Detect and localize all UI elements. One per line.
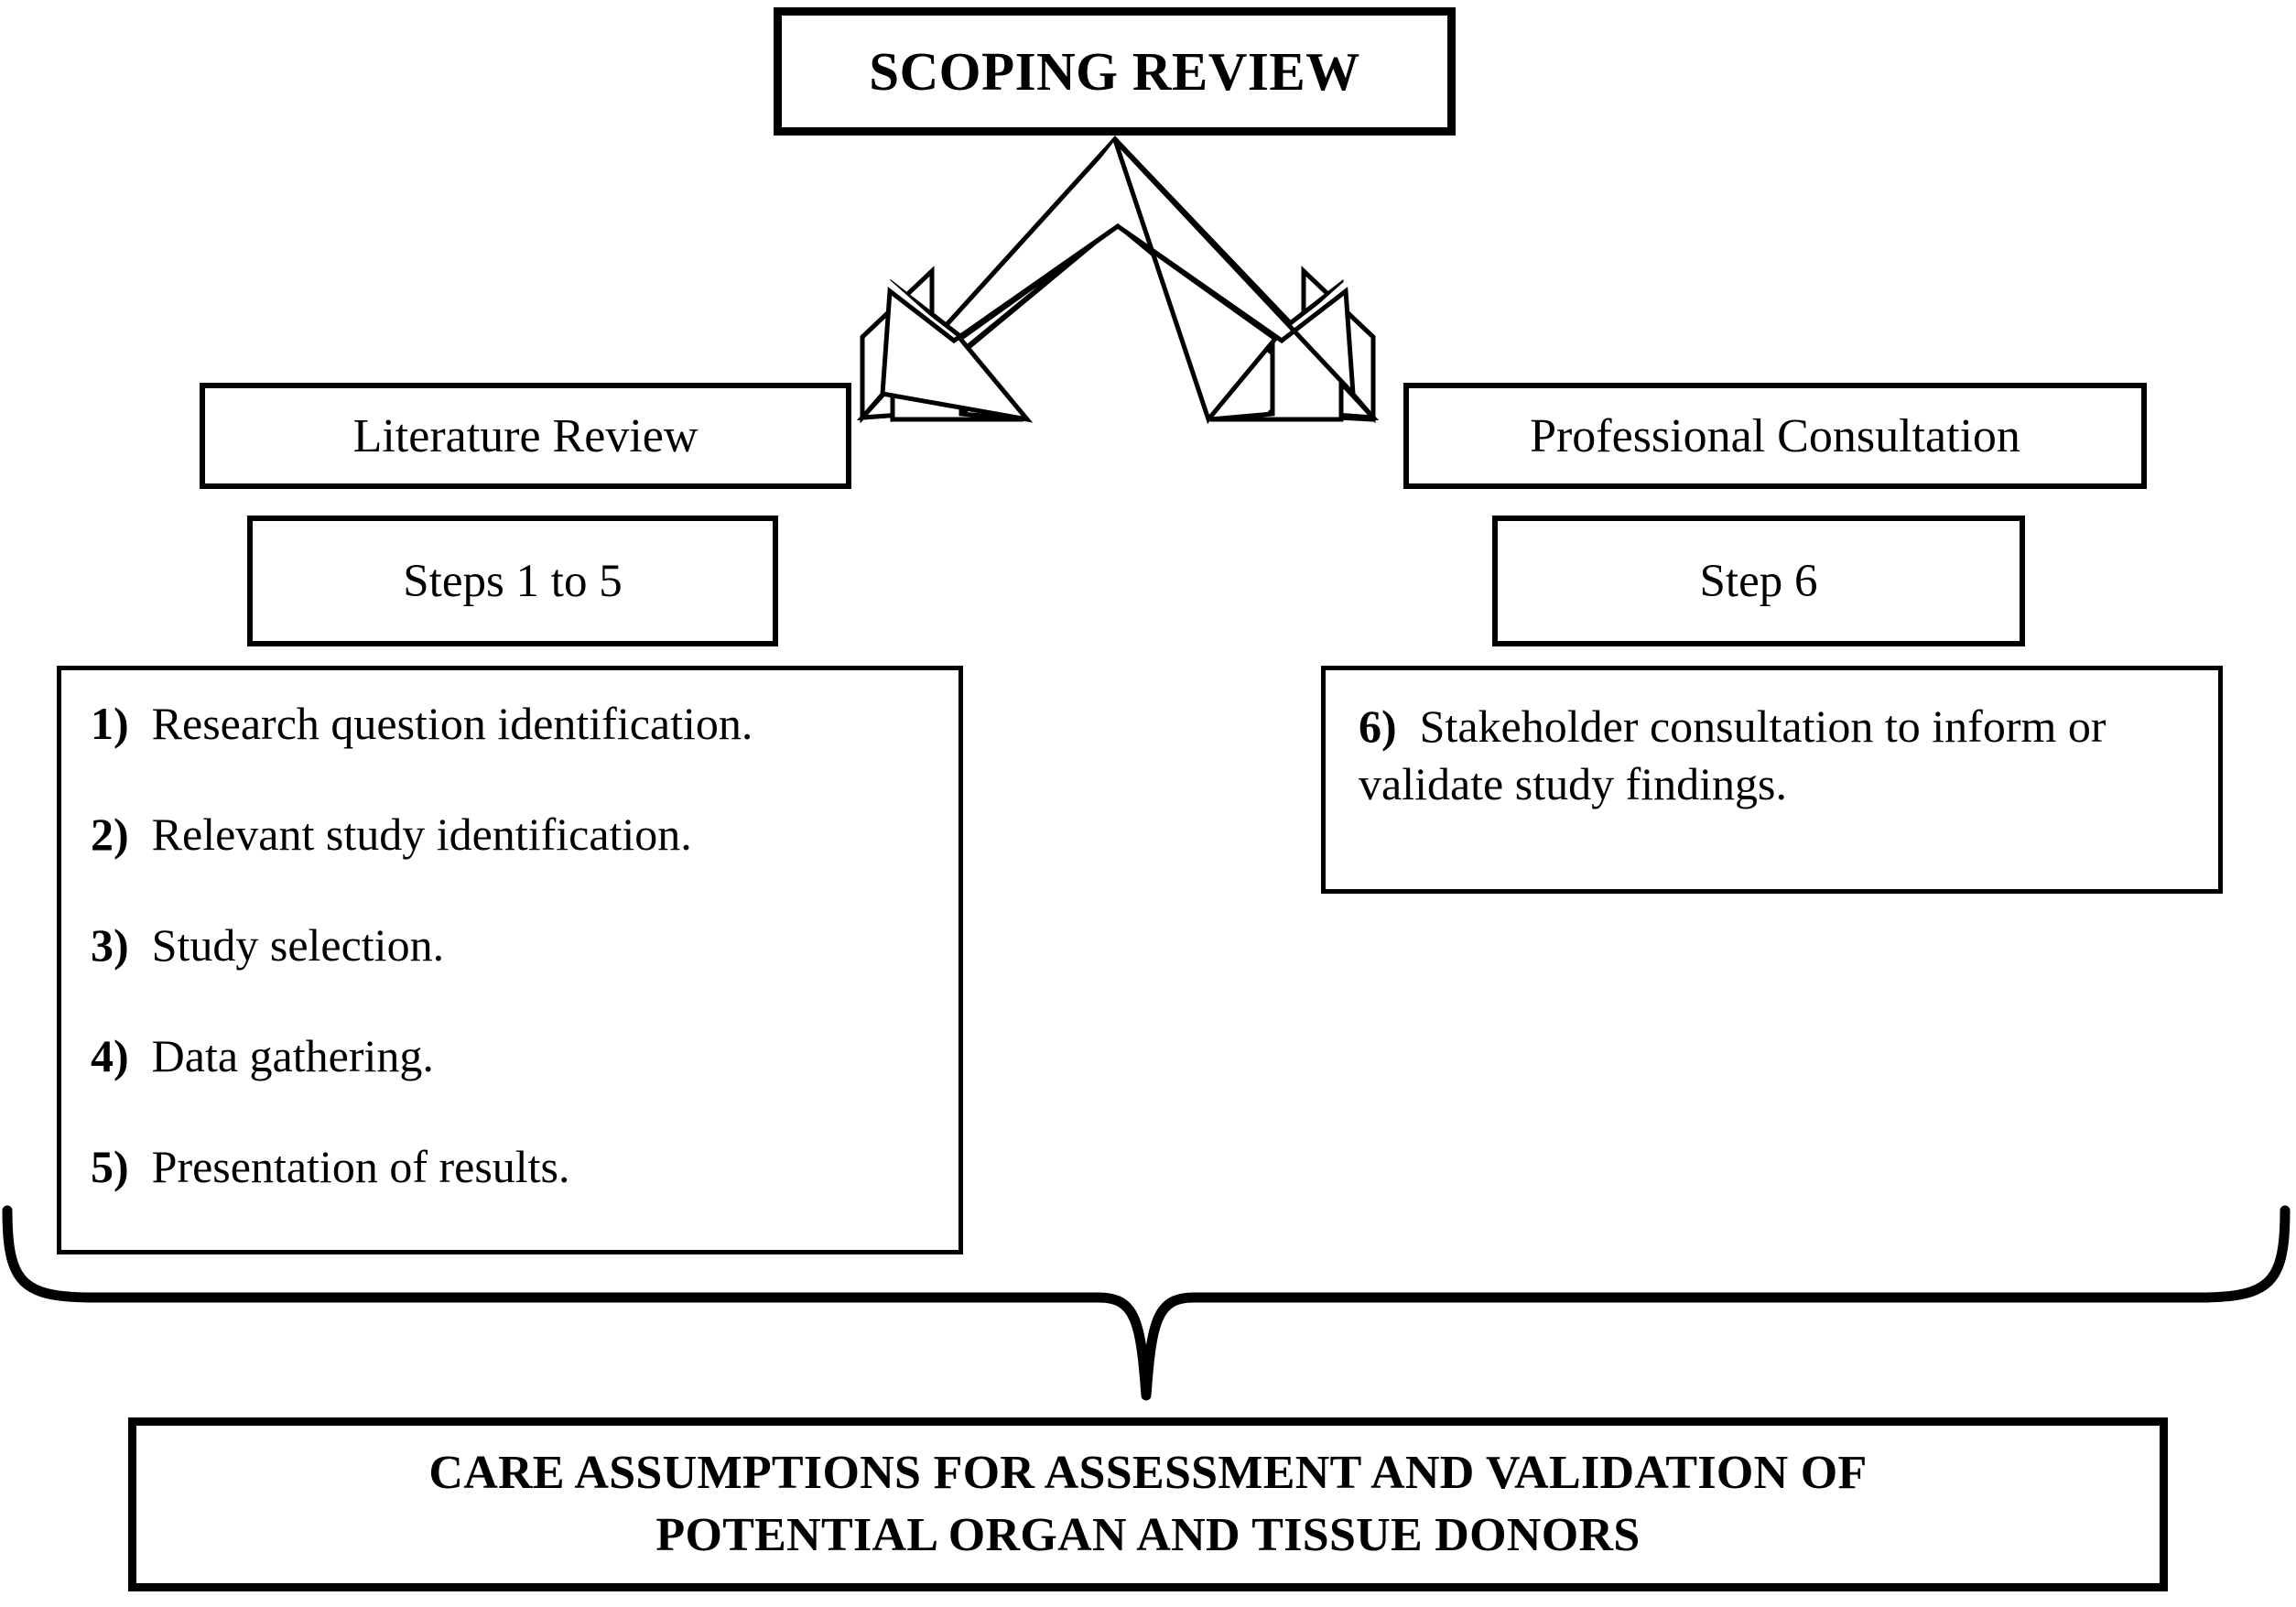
step-text: Study selection. bbox=[151, 919, 445, 971]
conclusion-label: CARE ASSUMPTIONS FOR ASSESSMENT AND VALI… bbox=[428, 1442, 1867, 1566]
steps-1-to-5-box: Steps 1 to 5 bbox=[247, 516, 778, 646]
literature-steps-list-box: 1) Research question identification. 2) … bbox=[57, 666, 963, 1254]
step-number: 1) bbox=[91, 698, 141, 749]
steps-1-to-5-label: Steps 1 to 5 bbox=[403, 555, 623, 607]
list-item: 1) Research question identification. bbox=[91, 700, 753, 748]
step-6-label: Step 6 bbox=[1699, 555, 1818, 607]
scoping-review-label: SCOPING REVIEW bbox=[869, 40, 1360, 102]
step-number: 2) bbox=[91, 809, 141, 860]
step-number: 4) bbox=[91, 1030, 141, 1081]
step-text: Research question identification. bbox=[151, 698, 753, 749]
list-item: 2) Relevant study identification. bbox=[91, 810, 692, 859]
step-number: 6) bbox=[1359, 700, 1409, 752]
step-text: Relevant study identification. bbox=[151, 809, 692, 860]
professional-consultation-box: Professional Consultation bbox=[1403, 383, 2147, 489]
conclusion-box: CARE ASSUMPTIONS FOR ASSESSMENT AND VALI… bbox=[128, 1417, 2168, 1591]
step-text: Stakeholder consultation to inform or va… bbox=[1359, 700, 2106, 809]
literature-review-label: Literature Review bbox=[352, 409, 699, 462]
scoping-review-box: SCOPING REVIEW bbox=[774, 7, 1456, 136]
consultation-step-list-box: 6) Stakeholder consultation to inform or… bbox=[1321, 666, 2223, 894]
step-number: 3) bbox=[91, 919, 141, 971]
conclusion-line-2: POTENTIAL ORGAN AND TISSUE DONORS bbox=[655, 1509, 1641, 1561]
list-item: 6) Stakeholder consultation to inform or… bbox=[1359, 698, 2187, 812]
step-text: Presentation of results. bbox=[151, 1141, 570, 1192]
list-item: 3) Study selection. bbox=[91, 921, 444, 970]
list-item: 4) Data gathering. bbox=[91, 1032, 434, 1080]
list-item: 5) Presentation of results. bbox=[91, 1143, 570, 1191]
literature-review-box: Literature Review bbox=[200, 383, 851, 489]
conclusion-line-1: CARE ASSUMPTIONS FOR ASSESSMENT AND VALI… bbox=[428, 1447, 1868, 1500]
step-6-box: Step 6 bbox=[1492, 516, 2025, 646]
professional-consultation-label: Professional Consultation bbox=[1530, 409, 2020, 462]
step-text: Data gathering. bbox=[151, 1030, 434, 1081]
step-number: 5) bbox=[91, 1141, 141, 1192]
